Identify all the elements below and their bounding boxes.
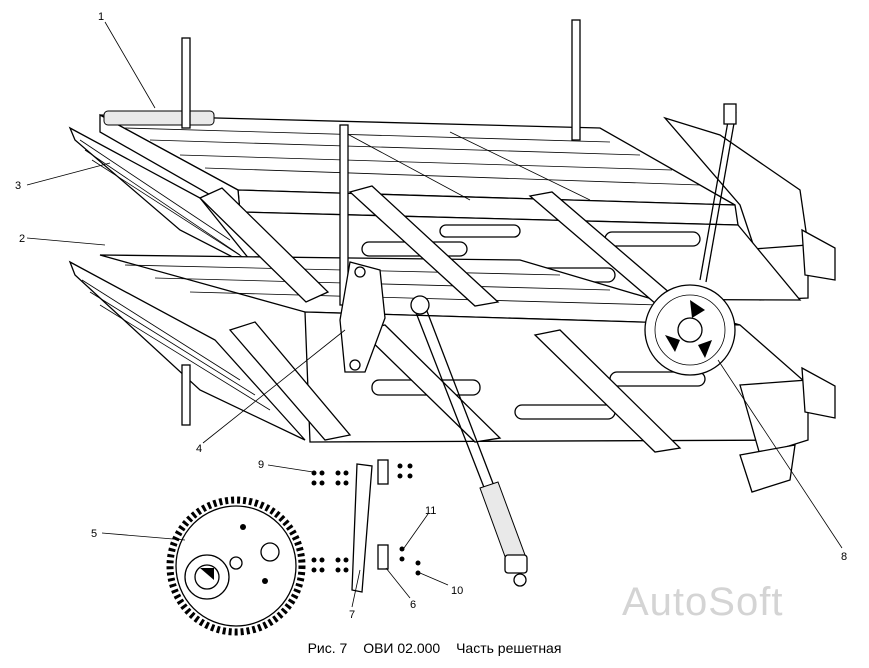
callout-6: 6 [410,599,416,611]
lower-sieve-frame [68,228,836,493]
figure-label: Рис. 7 [307,640,348,656]
callout-7: 7 [349,609,355,621]
callout-4: 4 [196,443,202,455]
figure-code: ОВИ 02.000 [363,640,441,656]
center-lever [339,261,386,373]
callout-8: 8 [841,551,847,563]
callout-3: 3 [15,180,21,192]
small-parts [311,459,421,593]
callout-1: 1 [98,11,104,23]
callout-labels: 1 2 3 4 5 6 7 8 9 10 11 [15,11,847,621]
callout-11: 11 [425,505,436,517]
callout-5: 5 [91,528,97,540]
leader-lines [26,21,843,608]
hanger-rods [181,19,737,426]
drive-pulley [644,284,736,376]
figure-caption: Рис. 7 ОВИ 02.000 Часть решетная [0,640,869,656]
gear-wheel [166,496,306,636]
watermark: AutoSoft [622,580,784,624]
callout-2: 2 [19,233,25,245]
callout-10: 10 [451,585,463,597]
callout-9: 9 [258,459,264,471]
hydraulic-cylinder [410,295,528,587]
brace-plates [198,185,682,453]
figure-title: Часть решетная [456,640,562,656]
